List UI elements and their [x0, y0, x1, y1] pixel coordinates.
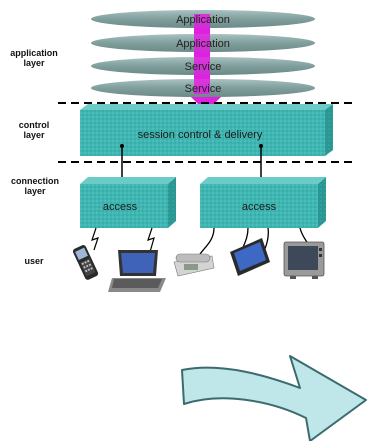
- layer-label-control-text: control layer: [18, 120, 50, 140]
- television-icon: [283, 241, 325, 279]
- layer-label-application-text: application layer: [10, 48, 58, 68]
- access-box-2-label: access: [242, 201, 277, 213]
- service-label-2: Application: [176, 38, 230, 50]
- layer-label-connection: connection layer: [4, 176, 66, 196]
- transition-arrow: [181, 355, 367, 441]
- handheld-device-icon: [230, 238, 270, 276]
- layer-label-user: user: [6, 256, 62, 266]
- wireless-signal-1: [91, 227, 99, 251]
- control-box-label: session control & delivery: [138, 129, 263, 141]
- service-label-4: Service: [185, 83, 222, 95]
- access-box-2: [200, 177, 326, 228]
- control-box: [80, 104, 333, 156]
- wireless-signal-2: [147, 227, 155, 253]
- layer-label-application: application layer: [6, 48, 62, 68]
- cable-desk-phone: [199, 227, 215, 255]
- layer-label-control: control layer: [6, 120, 62, 140]
- layer-label-user-text: user: [24, 256, 44, 266]
- access-box-1-label: access: [103, 201, 138, 213]
- laptop-icon: [108, 250, 166, 292]
- mobile-phone-icon: [72, 245, 99, 280]
- desk-phone-icon: [173, 253, 215, 277]
- service-label-1: Application: [176, 14, 230, 26]
- service-label-3: Service: [185, 61, 222, 73]
- layer-label-connection-text: connection layer: [10, 176, 59, 196]
- access-box-1: [80, 177, 176, 228]
